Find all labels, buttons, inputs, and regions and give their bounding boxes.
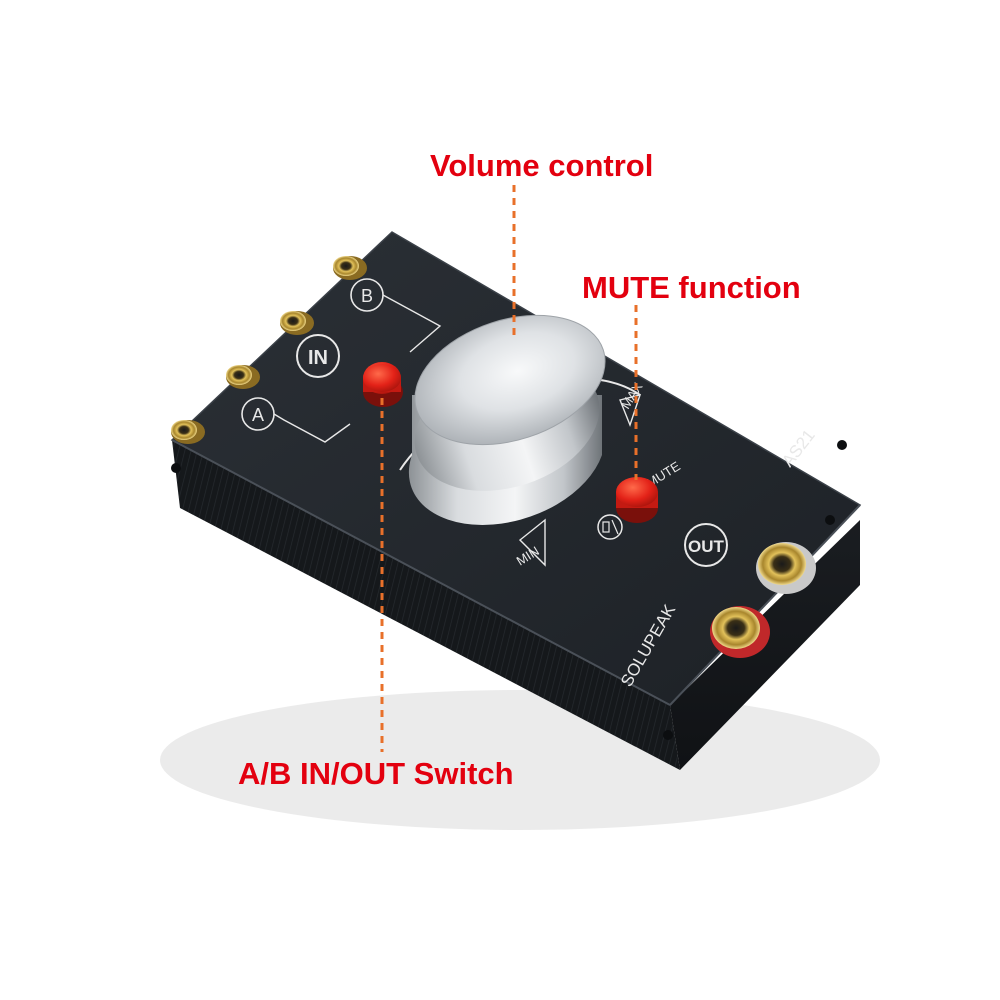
in-label: IN bbox=[296, 334, 340, 378]
edge-highlight bbox=[171, 439, 671, 706]
screw-icon bbox=[837, 440, 847, 450]
rca-jack-input-1 bbox=[333, 256, 367, 280]
min-marker bbox=[518, 518, 546, 567]
ab-switch-button[interactable] bbox=[363, 362, 403, 407]
svg-text:A: A bbox=[252, 405, 264, 425]
rca-jack-output-white bbox=[756, 542, 816, 594]
speaker-mute-icon bbox=[597, 514, 623, 540]
volume-knob[interactable] bbox=[397, 293, 621, 525]
switch-diagram-line bbox=[382, 294, 442, 353]
screw-icon bbox=[171, 463, 181, 473]
mute-function-callout: MUTE function bbox=[582, 270, 801, 305]
rca-jack-input-4 bbox=[171, 420, 205, 444]
rca-jack-input-2 bbox=[280, 311, 314, 335]
out-label: OUT bbox=[684, 523, 728, 567]
switch-diagram-line bbox=[273, 413, 351, 443]
svg-text:B: B bbox=[361, 286, 373, 306]
rca-jack-input-3 bbox=[226, 365, 260, 389]
model-label: AS21 bbox=[778, 426, 819, 470]
edge-highlight bbox=[669, 504, 861, 706]
svg-text:IN: IN bbox=[308, 347, 328, 369]
rca-jack-output-red bbox=[710, 606, 770, 658]
screw-icon bbox=[663, 730, 673, 740]
svg-text:OUT: OUT bbox=[688, 537, 725, 556]
volume-control-callout: Volume control bbox=[430, 148, 654, 183]
chassis-front-face bbox=[172, 440, 680, 770]
mute-button[interactable] bbox=[616, 477, 658, 523]
ab-switch-callout: A/B IN/OUT Switch bbox=[238, 756, 514, 791]
screw-icon bbox=[825, 515, 835, 525]
